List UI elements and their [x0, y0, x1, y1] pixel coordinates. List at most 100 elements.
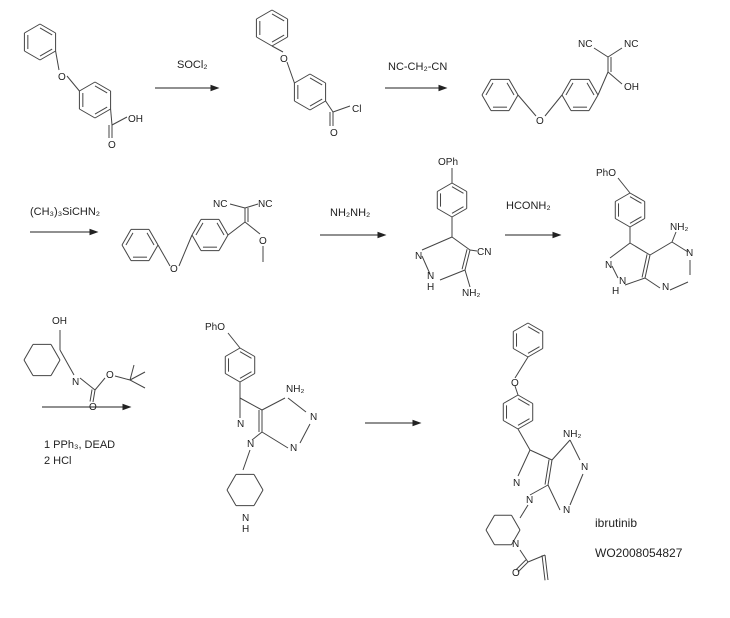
atom-n: N: [427, 271, 434, 282]
bond: [544, 459, 550, 485]
bond: [157, 244, 171, 267]
ring-double-bond: [629, 196, 642, 204]
ring-bond: [226, 474, 237, 491]
ring-bond: [615, 218, 631, 228]
reagent-formamide: HCONH₂: [506, 200, 551, 212]
bond: [66, 75, 80, 92]
ring-bond: [517, 420, 533, 430]
ring-bond: [517, 394, 533, 404]
ring-bond: [239, 373, 255, 383]
bond: [515, 559, 527, 571]
atom-nc: NC: [624, 39, 638, 50]
reagent-mitsunobu: 1 PPh₃, DEAD: [44, 439, 115, 451]
bond: [59, 349, 75, 376]
ring-bond: [527, 348, 543, 358]
ring-double-bond: [195, 222, 204, 236]
bond: [629, 242, 651, 256]
bond: [229, 203, 246, 209]
ring-bond: [588, 79, 599, 96]
arrow-head: [122, 403, 132, 411]
ring-bond: [256, 36, 273, 47]
ring-bond: [218, 219, 229, 236]
ring-bond: [50, 359, 61, 376]
bond: [541, 555, 546, 581]
ring-double-bond: [451, 186, 464, 194]
ring-bond: [253, 489, 264, 506]
ring-double-bond: [309, 98, 323, 107]
ring-bond: [79, 81, 96, 92]
bond: [332, 105, 351, 113]
ring-bond: [148, 229, 159, 246]
atom-nc: NC: [213, 199, 227, 210]
atom-o: O: [106, 370, 114, 381]
ring-bond: [148, 244, 159, 261]
reagent-socl2: SOCl₂: [177, 59, 208, 71]
ring-bond: [39, 50, 56, 61]
bond: [261, 431, 289, 449]
bond: [624, 277, 646, 286]
ring-bond: [508, 94, 519, 111]
atom-n: N: [72, 377, 79, 388]
arrow-head: [210, 84, 220, 92]
bond: [517, 94, 537, 117]
ring-bond: [511, 529, 521, 545]
ring-bond: [629, 192, 645, 202]
ring-bond: [527, 322, 543, 332]
atom-o: O: [89, 402, 97, 413]
bond: [114, 375, 131, 381]
patent-number: WO2008054827: [595, 546, 683, 560]
atom-nh2: NH₂: [286, 384, 304, 395]
ring-bond: [503, 420, 519, 430]
ring-bond: [225, 347, 241, 357]
bond: [464, 249, 471, 271]
bond: [517, 428, 531, 451]
ring-bond: [481, 94, 492, 111]
bond: [244, 221, 261, 235]
ring-bond: [485, 515, 495, 531]
ring-bond: [294, 73, 311, 84]
ring-bond: [121, 244, 132, 261]
ring-double-bond: [216, 222, 225, 236]
atom-o: O: [330, 128, 338, 139]
ring-bond: [191, 219, 202, 236]
atom-n: N: [512, 539, 519, 550]
bond: [89, 389, 93, 402]
bond: [271, 45, 284, 53]
atom-h: H: [612, 286, 619, 297]
ring-bond: [225, 373, 241, 383]
ring-double-bond: [527, 346, 540, 354]
ring-bond: [481, 79, 492, 96]
ring-bond: [94, 108, 111, 119]
bond: [607, 47, 623, 58]
ring-bond: [561, 94, 572, 111]
ring-bond: [437, 182, 453, 192]
ring-bond: [23, 359, 34, 376]
ring-double-bond: [94, 85, 108, 94]
ring-double-bond: [239, 371, 252, 379]
bond: [669, 281, 689, 291]
ring-bond: [121, 229, 132, 246]
bond: [421, 236, 453, 251]
atom-n: N: [247, 439, 254, 450]
atom-n: N: [513, 478, 520, 489]
ring-double-bond: [629, 216, 642, 224]
bond: [79, 377, 96, 391]
ring-double-bond: [39, 27, 53, 36]
ring-double-bond: [517, 398, 530, 406]
ring-bond: [503, 394, 519, 404]
bond: [529, 484, 549, 496]
compound-piperidinyl-intermediate: PhO NH₂ N N N N N H: [205, 322, 317, 535]
ring-bond: [271, 36, 288, 47]
bond: [239, 397, 263, 411]
ring-double-bond: [271, 13, 285, 22]
bond: [111, 116, 128, 126]
atom-o: O: [512, 568, 520, 579]
bond: [519, 549, 529, 563]
reaction-arrows: [30, 87, 560, 424]
ring-bond: [39, 23, 56, 34]
bond: [129, 379, 146, 389]
bond: [469, 249, 478, 252]
ring-double-bond: [586, 82, 595, 96]
bond: [227, 332, 241, 349]
bond: [439, 269, 466, 281]
